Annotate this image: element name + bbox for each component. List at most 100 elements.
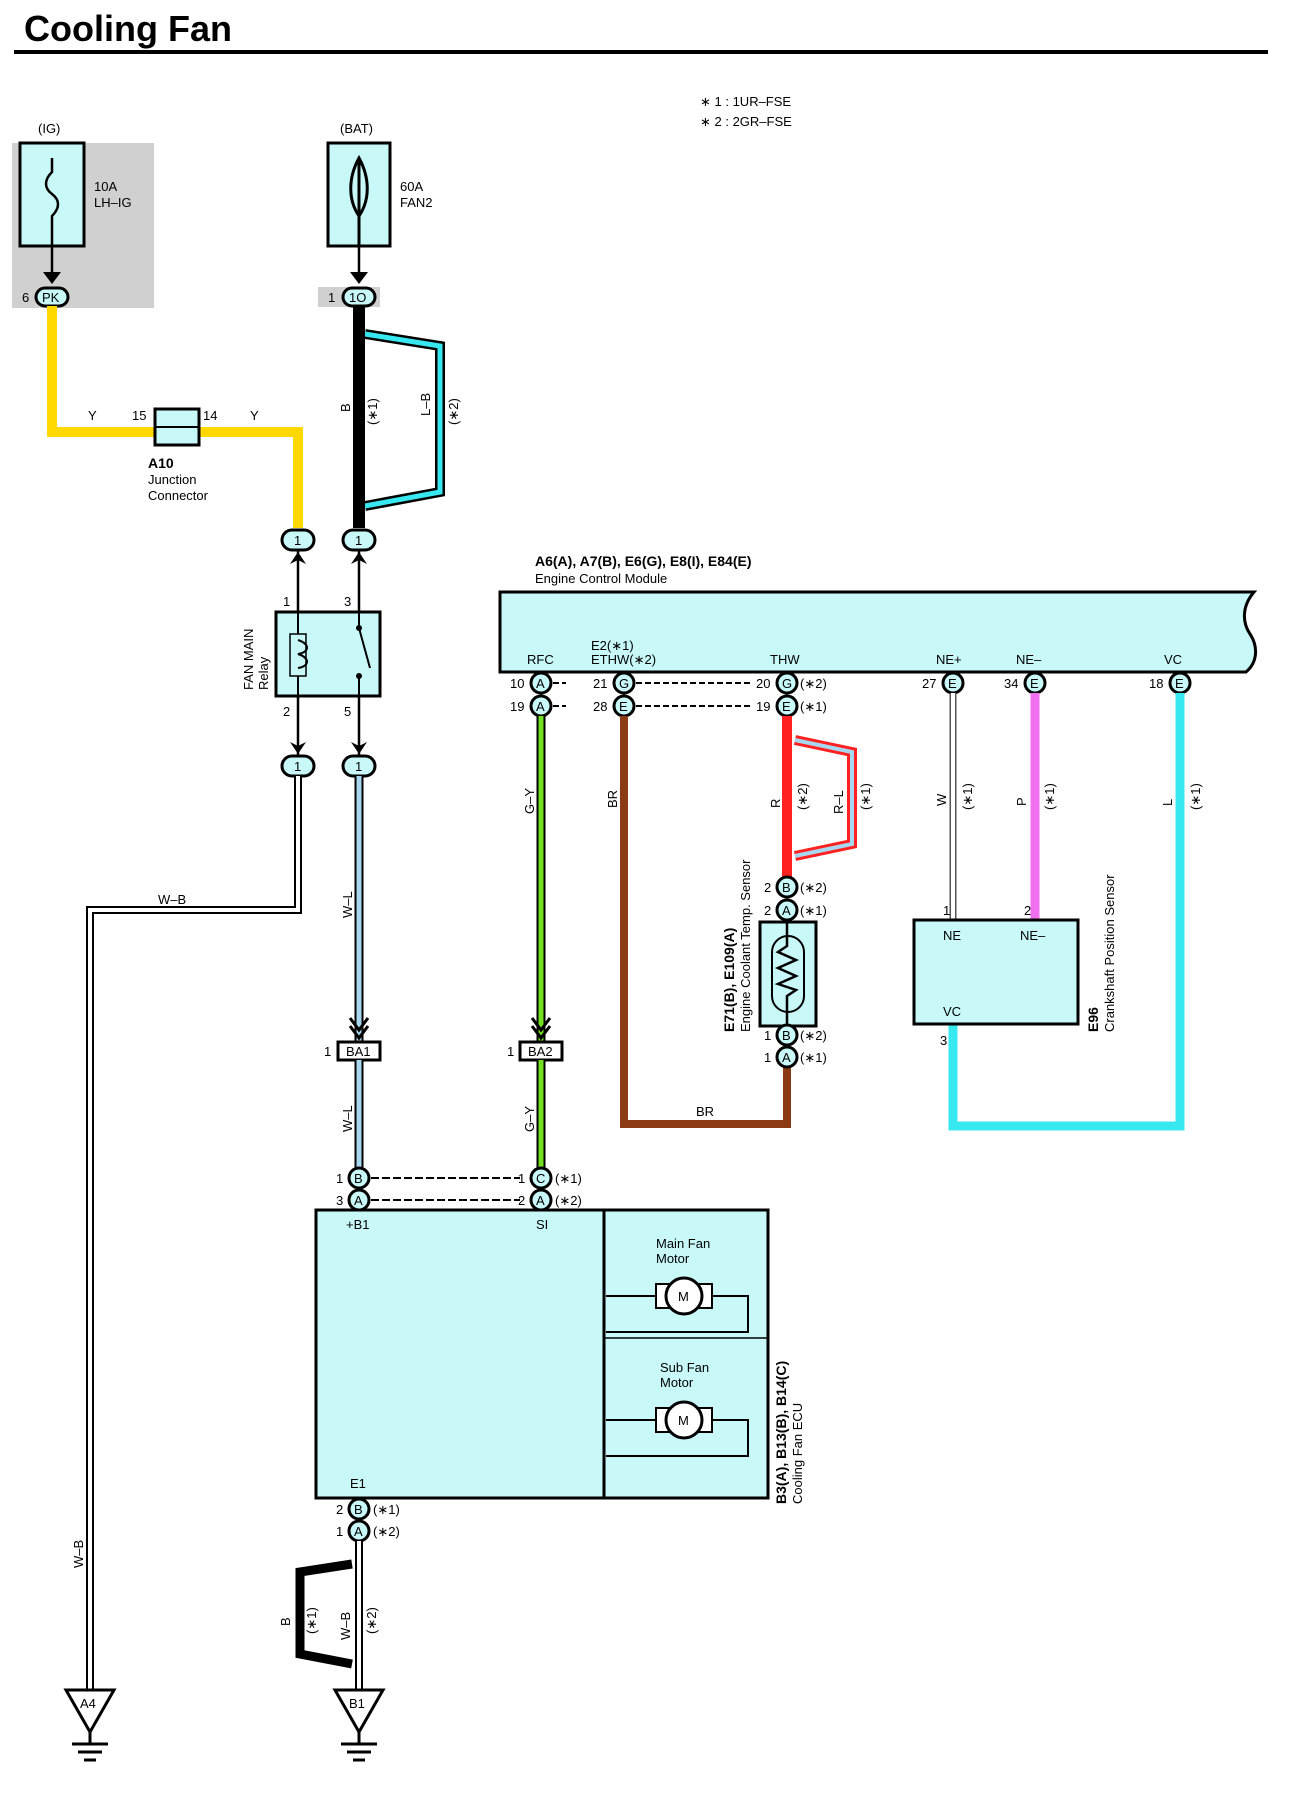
bat-1o-label: 1O [349, 290, 366, 305]
wire-wb [88, 776, 300, 1690]
ig-pk-pin: 6 [22, 290, 29, 305]
ecm-pin-28-letter: E [619, 699, 628, 714]
fan-ecu-pin-a2-spec: (∗2) [555, 1193, 582, 1208]
thw-sensor-pin-a-bot-spec: (∗1) [800, 1050, 827, 1065]
relay-pin-2: 2 [283, 704, 290, 719]
fan-ecu-name: Cooling Fan ECU [790, 1403, 805, 1504]
ground-a4-label: A4 [80, 1696, 96, 1711]
ground-a4-earth [72, 1732, 108, 1762]
wire-y-label-2: Y [250, 408, 259, 423]
wire-rl-label: R–L [831, 790, 846, 814]
fan-ecu-b1-label: +B1 [346, 1217, 370, 1232]
wire-br-label-1: BR [605, 790, 620, 808]
wire-wb-outline [86, 776, 302, 1690]
thw-sensor-pin-a-top-letter: A [782, 903, 791, 918]
sub-fan-motor-label-2: Motor [660, 1375, 694, 1390]
ecm-thw: THW [770, 652, 800, 667]
ground-b1-label: B1 [349, 1696, 365, 1711]
ecm-pin-20 [775, 671, 799, 695]
fan-ecu-si-label: SI [536, 1217, 548, 1232]
fan-ecu-pin-b1-upper-num: 1 [336, 1171, 343, 1186]
crank-sensor-box [912, 918, 1080, 1026]
crank-sensor-vc: VC [943, 1004, 961, 1019]
note-1: ∗ 1 : 1UR–FSE [700, 94, 791, 109]
wire-b-ground-alt [295, 1559, 353, 1669]
thw-sensor-pin-b-top [775, 875, 799, 899]
ecm-code: A6(A), A7(B), E6(G), E8(I), E84(E) [535, 553, 752, 569]
relay-name-1: FAN MAIN [241, 629, 256, 690]
fan-ecu-pin-a1-spec: (∗2) [373, 1524, 400, 1539]
relay-coil-box [289, 633, 307, 677]
ecm-box [498, 590, 1258, 674]
fan-ecu-pin-a1-letter: A [354, 1524, 363, 1539]
thw-sensor-resistor [774, 922, 800, 1026]
thw-sensor-pin-b-bot [775, 1023, 799, 1047]
wire-r-spec: (∗2) [795, 783, 810, 810]
sub-fan-motor-label-1: Sub Fan [660, 1360, 709, 1375]
bat-fuse-name: FAN2 [400, 195, 433, 210]
fan-ecu-pin-b2-num: 2 [336, 1502, 343, 1517]
relay-name-2: Relay [256, 656, 271, 690]
wire-r-label: R [768, 799, 783, 808]
thw-sensor-pin-b-top-letter: B [782, 880, 791, 895]
crank-sensor-ne: NE [943, 928, 961, 943]
wire-y-2 [200, 427, 303, 528]
junction-id: A10 [148, 455, 174, 471]
ground-b1-symbol [332, 1688, 386, 1736]
thw-sensor-pin-b-bot-num: 1 [764, 1028, 771, 1043]
wire-lb-spec: (∗2) [446, 398, 461, 425]
ecm-e2: E2(∗1) [591, 638, 634, 653]
ecm-pin-20-num: 20 [756, 676, 770, 691]
ecm-pin-10-num: 10 [510, 676, 524, 691]
fan-ecu-pin-a3-num: 3 [336, 1193, 343, 1208]
ecm-pin-34-letter: E [1030, 676, 1039, 691]
wire-wb-ground-spec: (∗2) [364, 1607, 379, 1634]
inline-conn-ba2-pin: 1 [507, 1044, 514, 1059]
ecm-pin-10 [529, 671, 553, 695]
relay-in-arrow-2 [351, 552, 367, 564]
ecm-pin-18-letter: E [1175, 676, 1184, 691]
wire-b-ground-spec: (∗1) [304, 1607, 319, 1634]
ecm-pin-21 [612, 671, 636, 695]
fan-ecu-box [314, 1208, 770, 1500]
thw-sensor-name: Engine Coolant Temp. Sensor [738, 859, 753, 1032]
inline-conn-ba2-label: BA2 [528, 1044, 553, 1059]
wire-gy-label-1: G–Y [522, 788, 537, 814]
ecm-ne-minus: NE– [1016, 652, 1042, 667]
wire-w-label: W [934, 793, 949, 806]
ecm-pin-20-spec: (∗2) [800, 676, 827, 691]
fan-ecu-pin-a2-num: 2 [518, 1193, 525, 1208]
relay-switch-pivot [356, 625, 362, 631]
crank-sensor-name: Crankshaft Position Sensor [1102, 874, 1117, 1032]
wire-wb-label-2: W–B [71, 1540, 86, 1568]
wire-lb [364, 331, 443, 509]
thw-sensor-pin-a-top-num: 2 [764, 903, 771, 918]
wire-l-spec: (∗1) [1188, 783, 1203, 810]
sub-fan-motor-leads [606, 1419, 749, 1457]
ba2-arrow [530, 1017, 552, 1041]
fan-ecu-e1-label: E1 [350, 1476, 366, 1491]
relay-pin-3: 3 [344, 594, 351, 609]
fan-ecu-pin-a1-num: 1 [336, 1524, 343, 1539]
wire-br [620, 716, 791, 1128]
thw-sensor-pin-a-bot-letter: A [782, 1050, 791, 1065]
bat-supply-label: (BAT) [340, 121, 373, 136]
relay-out-conn-1-label: 1 [294, 759, 301, 774]
thw-sensor-pin-b-top-num: 2 [764, 880, 771, 895]
wire-rl [794, 738, 854, 858]
relay-out-conn-2-label: 1 [355, 759, 362, 774]
relay-switch-contact [356, 673, 362, 679]
crank-sensor-pin-3: 3 [940, 1033, 947, 1048]
ecm-pin-18-num: 18 [1149, 676, 1163, 691]
crank-sensor-ne-minus: NE– [1020, 928, 1046, 943]
thw-sensor-pin-b-bot-letter: B [782, 1028, 791, 1043]
page-title: Cooling Fan [24, 8, 232, 49]
wire-rl-spec: (∗1) [858, 783, 873, 810]
wire-b-spec: (∗1) [365, 398, 380, 425]
junction-name-1: Junction [148, 472, 196, 487]
ecm-name: Engine Control Module [535, 571, 667, 586]
thw-sensor-pin-b-bot-spec: (∗2) [800, 1028, 827, 1043]
ecm-pin-19b-num: 19 [756, 699, 770, 714]
note-2: ∗ 2 : 2GR–FSE [700, 114, 792, 129]
main-fan-motor-label-2: Motor [656, 1251, 690, 1266]
